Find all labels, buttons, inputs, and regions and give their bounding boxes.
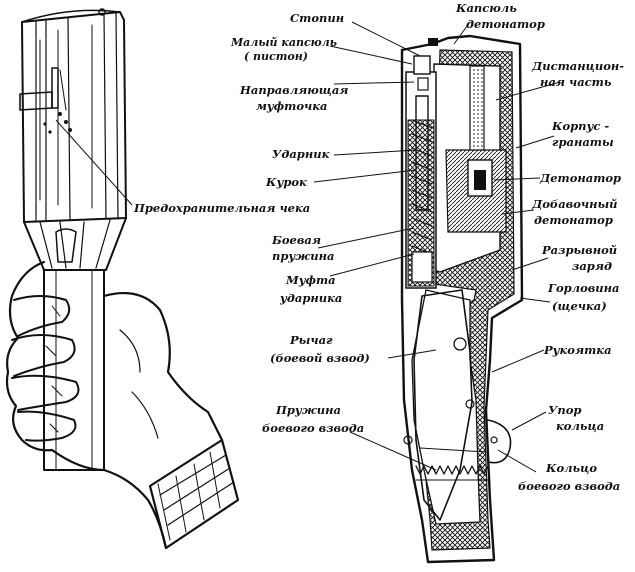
grenade-outline [400,34,524,564]
label-body-line2: гранаты [552,135,614,149]
label-neck-line2: (щечка) [552,299,607,313]
label-guide-line1: Направляющая [239,83,348,97]
label-safety-chain: Предохранительная чека [133,201,310,215]
label-ring-stop-line2: кольца [556,419,604,433]
grenade-cross-section-icon [400,34,524,564]
lever [413,289,473,521]
label-ring-stop-line1: Упор [548,403,581,417]
label-guide-line2: муфточка [256,99,327,113]
label-lever-line1: Рычаг [289,333,333,347]
label-small-primer-line1: Малый капсюль [230,36,337,49]
label-coupling-line1: Муфта [285,273,336,287]
label-neck-line1: Горловина [547,281,620,295]
labels: Стопин Малый капсюль ( пистон) Направляю… [133,1,624,493]
cocking-ring [487,419,512,464]
label-handle: Рукоятка [543,343,612,357]
label-body-line1: Корпус - [551,119,609,133]
hand-holding-grenade-icon [5,8,240,550]
label-coupling-line2: ударника [279,291,342,305]
label-trigger: Курок [265,175,307,189]
time-part [469,65,485,151]
label-detonator: Детонатор [539,171,621,185]
label-small-primer-line2: ( пистон) [244,50,308,63]
label-add-det-line1: Добавочный [531,197,618,211]
label-spring-line1: Боевая [271,233,321,247]
label-spring-line2: пружина [272,249,335,263]
label-cock-spring-line2: боевого взвода [262,421,364,435]
grenade-body [19,8,127,471]
striker-tube [405,55,437,289]
cocking-spring [415,465,489,475]
label-lever-line2: (боевой взвод) [270,351,370,365]
label-ring-line2: боевого взвода [518,479,620,493]
label-add-det-line2: детонатор [534,213,613,227]
label-ring-line1: Кольцо [545,461,597,475]
label-cock-spring-line1: Пружина [275,403,341,417]
label-cap-det-line2: детонатор [466,17,545,31]
label-striker: Ударник [272,147,330,161]
label-time-part-line1: Дистанцион- [531,59,624,73]
leader-lines [55,21,561,473]
label-charge-line2: заряд [572,259,612,273]
label-charge-line1: Разрывной [541,243,617,257]
label-stopin: Стопин [290,11,344,25]
label-time-part-line2: ная часть [540,75,612,89]
label-cap-det-line1: Капсюль [455,1,517,15]
hand-outline [5,260,240,550]
